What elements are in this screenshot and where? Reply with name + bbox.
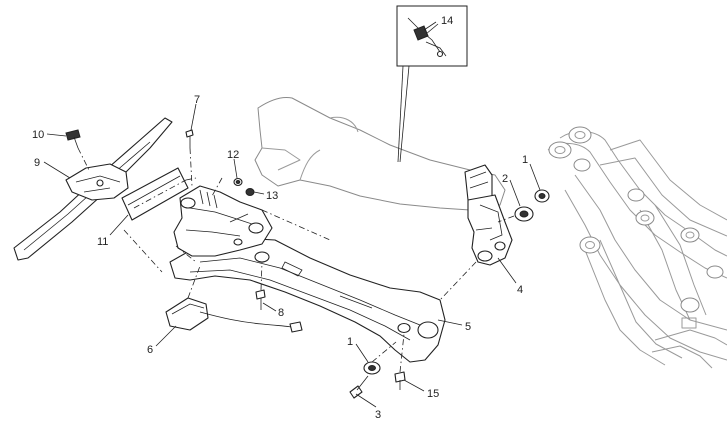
- callout-3: 3: [375, 409, 381, 421]
- callout-9: 9: [34, 157, 40, 169]
- callout-labels: 14 7 10 9 12 13 11 1 2 4 8 5 6 1 15 3: [32, 15, 528, 421]
- callout-11: 11: [97, 236, 108, 248]
- callout-6: 6: [147, 344, 153, 356]
- part-6-sensor: [165, 265, 303, 333]
- assembly-guide-lines: [123, 177, 515, 301]
- part-9-plate-holder: [13, 117, 173, 261]
- parts-12-13: [233, 177, 255, 196]
- callout-15: 15: [427, 388, 439, 400]
- callout-5: 5: [465, 321, 471, 333]
- callout-1-upper: 1: [522, 154, 528, 166]
- callout-4: 4: [517, 284, 523, 296]
- callout-14: 14: [441, 15, 453, 27]
- callout-1-lower: 1: [347, 336, 353, 348]
- plate-holder-bracket: [173, 185, 273, 263]
- parts-1-2-upper: [514, 189, 550, 222]
- callout-12: 12: [227, 149, 239, 161]
- callout-13: 13: [266, 190, 278, 202]
- part-4-bracket: [467, 194, 513, 266]
- part-5-support: [169, 237, 446, 363]
- callout-10: 10: [32, 129, 44, 141]
- tail-fairing-ghost: [254, 97, 506, 211]
- part-11-reflector: [121, 167, 197, 221]
- callout-8: 8: [278, 307, 284, 319]
- callout-2: 2: [502, 173, 508, 185]
- part-7-screw: [185, 129, 194, 187]
- parts-lower-fasteners: [349, 333, 406, 399]
- part-8-screw: [255, 261, 266, 310]
- callout-7: 7: [194, 94, 200, 106]
- part-10-screw: [65, 129, 91, 173]
- part-14-inset: [396, 5, 468, 163]
- leader-lines: [43, 23, 541, 408]
- motorcycle-frame-ghost: [547, 126, 727, 369]
